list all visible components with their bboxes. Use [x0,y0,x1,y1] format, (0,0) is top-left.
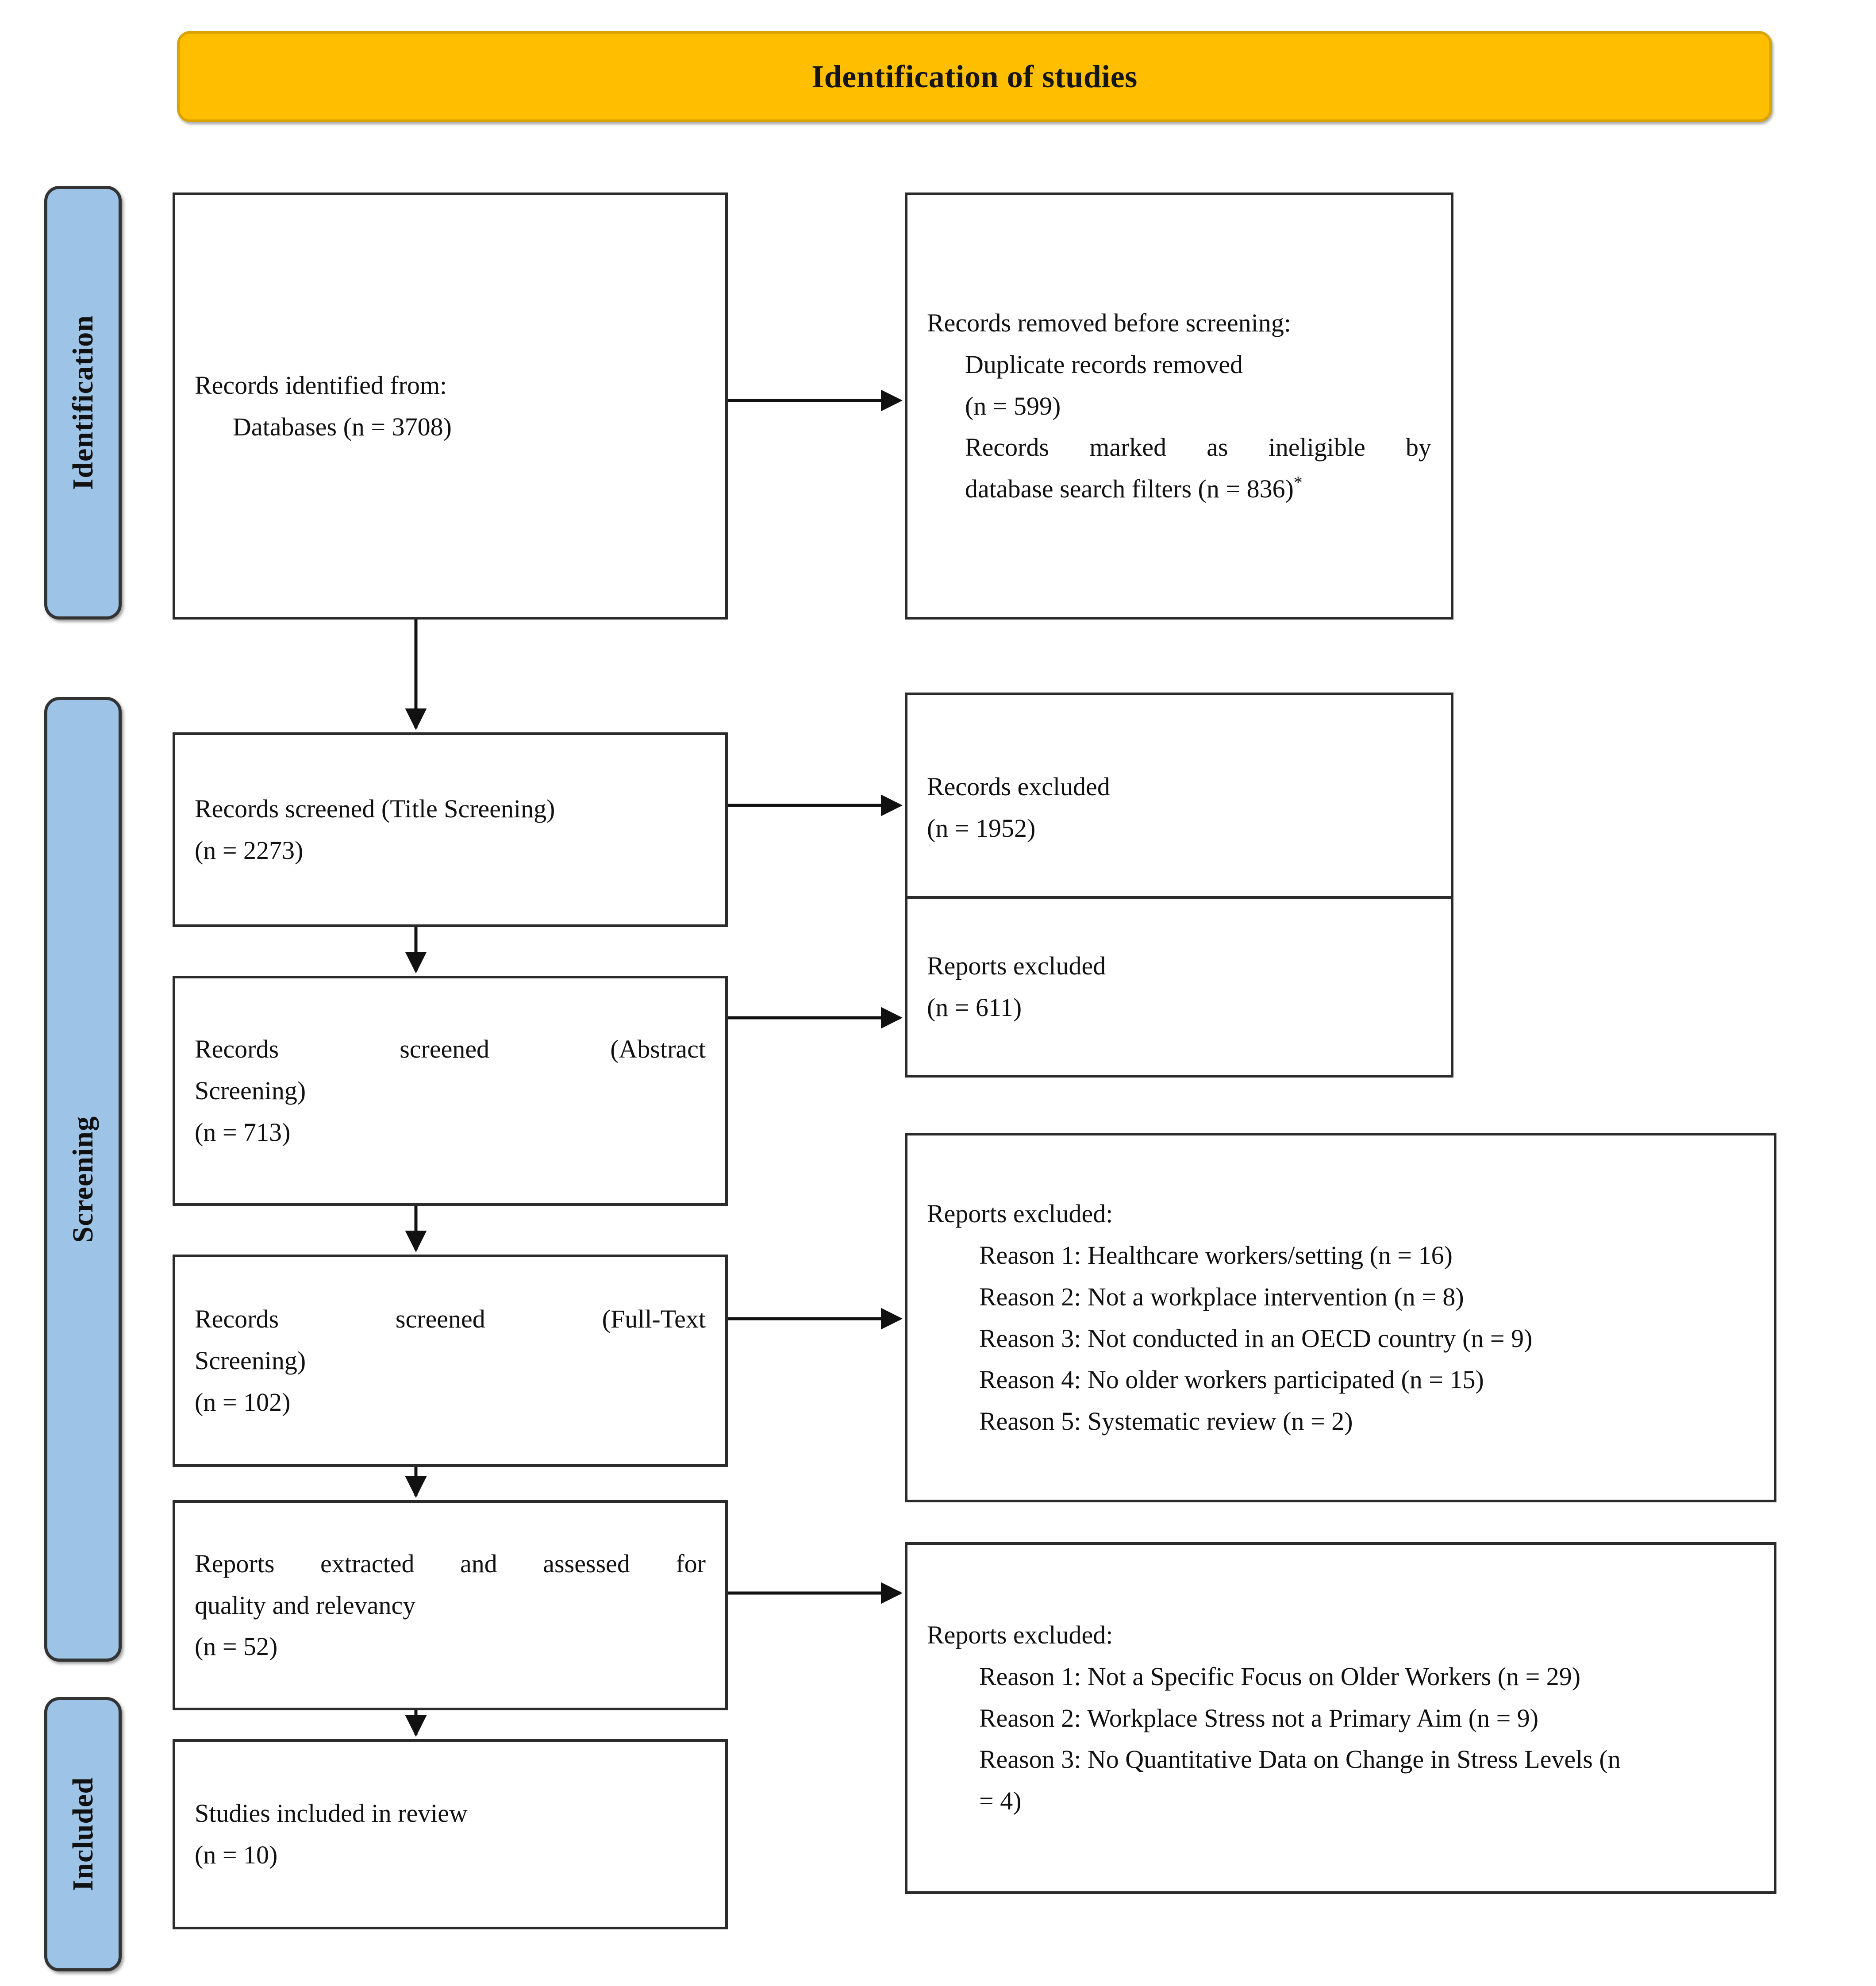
stage-label-included: Included [44,1697,122,1971]
banner-title: Identification of studies [811,58,1138,94]
records-screened-fulltext-line1: Records screened (Full-Text [195,1305,706,1334]
records-removed-line5: database search filters (n = 836)* [927,468,1431,510]
records-excluded-line1: Records excluded [927,772,1110,801]
stage-label-screening-text: Screening [66,1116,99,1243]
box-reports-extracted: Reports extracted and assessed for quali… [173,1500,728,1710]
box-records-excluded: Records excluded (n = 1952) [905,693,1453,923]
studies-included-line2: (n = 10) [195,1840,278,1869]
records-screened-title-line1: Records screened (Title Screening) [195,794,555,824]
records-excluded-line2: (n = 1952) [927,814,1036,843]
records-screened-fulltext-line2: Screening) [195,1346,306,1375]
reason-item: Reason 1: Healthcare workers/setting (n … [979,1240,1453,1270]
reports-excluded-five-heading: Reports excluded: [927,1199,1113,1228]
box-reports-excluded: Reports excluded (n = 611) [905,896,1453,1078]
reports-extracted-line2: quality and relevancy [195,1590,416,1620]
box-reports-excluded-three-reasons: Reports excluded: Reason 1: Not a Specif… [905,1542,1776,1894]
records-screened-abstract-line1: Records screened (Abstract [195,1035,706,1064]
reports-extracted-line3: (n = 52) [195,1632,278,1661]
identification-banner: Identification of studies [177,31,1772,122]
records-removed-line3: (n = 599) [965,391,1061,420]
box-records-screened-title: Records screened (Title Screening) (n = … [173,732,728,927]
reason-item: Reason 2: Workplace Stress not a Primary… [979,1703,1539,1732]
stage-label-identification: Identification [44,186,122,620]
records-screened-title-line2: (n = 2273) [195,836,304,865]
reason-item: Reason 5: Systematic review (n = 2) [979,1407,1353,1436]
reports-excluded-line2: (n = 611) [927,993,1022,1022]
reports-excluded-line1: Reports excluded [927,951,1106,981]
records-identified-line2: Databases (n = 3708) [233,412,452,441]
stage-label-included-text: Included [66,1777,99,1891]
records-removed-line5-text: database search filters (n = 836) [965,474,1294,504]
box-records-identified: Records identified from: Databases (n = … [173,192,728,620]
box-records-removed-before-screening: Records removed before screening: Duplic… [905,192,1453,620]
box-studies-included: Studies included in review (n = 10) [173,1739,728,1929]
stage-label-screening: Screening [44,697,122,1662]
footnote-asterisk: * [1293,473,1303,493]
box-records-screened-abstract: Records screened (Abstract Screening) (n… [173,976,728,1206]
reason-item: Reason 2: Not a workplace intervention (… [979,1282,1464,1311]
stage-label-identification-text: Identification [66,315,99,490]
records-screened-abstract-line3: (n = 713) [195,1117,291,1147]
reason-item: Reason 3: No Quantitative Data on Change… [979,1745,1621,1774]
records-removed-line2: Duplicate records removed [965,350,1243,379]
reason-item: Reason 1: Not a Specific Focus on Older … [979,1662,1581,1691]
reason-item-continuation: = 4) [979,1786,1022,1816]
reason-item: Reason 4: No older workers participated … [979,1365,1484,1394]
records-screened-fulltext-line3: (n = 102) [195,1387,291,1416]
reason-item: Reason 3: Not conducted in an OECD count… [979,1324,1533,1353]
records-removed-line4: Records marked as ineligible by [965,433,1431,462]
studies-included-line1: Studies included in review [195,1799,468,1828]
records-screened-abstract-line2: Screening) [195,1076,306,1105]
reports-extracted-line1: Reports extracted and assessed for [195,1549,706,1578]
box-reports-excluded-five-reasons: Reports excluded: Reason 1: Healthcare w… [905,1133,1776,1502]
records-identified-line1: Records identified from: [195,370,447,400]
reports-excluded-three-heading: Reports excluded: [927,1620,1113,1649]
box-records-screened-fulltext: Records screened (Full-Text Screening) (… [173,1255,728,1467]
records-removed-line1: Records removed before screening: [927,308,1291,337]
